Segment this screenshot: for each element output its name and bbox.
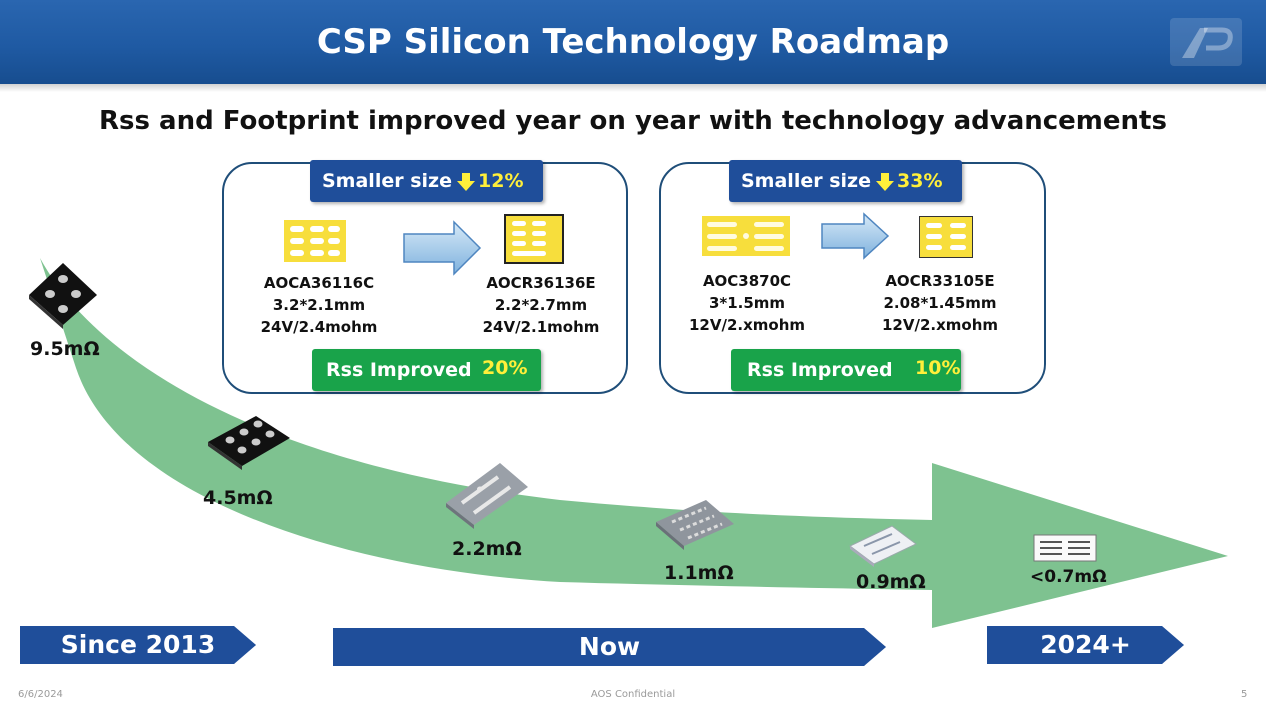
- rss-value: 0.9mΩ: [856, 571, 926, 593]
- smaller-size-badge: Smaller size 12%: [310, 160, 543, 202]
- part-from: AOC3870C 3*1.5mm 12V/2.xmohm: [668, 270, 826, 336]
- package-image-aoc3870c: [702, 216, 790, 256]
- rss-improvement-value: 20%: [482, 357, 528, 379]
- smaller-size-label: Smaller size: [322, 170, 452, 192]
- header-shadow: [0, 84, 1266, 92]
- rss-improved-label: Rss Improved: [747, 359, 893, 381]
- part-name: AOCR36136E: [486, 274, 596, 292]
- down-arrow-icon: [456, 160, 476, 217]
- part-dims: 2.2*2.7mm: [494, 296, 588, 314]
- rss-improved-label: Rss Improved: [326, 359, 472, 381]
- size-reduction-value: 33%: [897, 170, 943, 192]
- footer-confidential: AOS Confidential: [590, 689, 676, 700]
- package-image-aoca36116c: [284, 220, 346, 262]
- package-image-aocr36136e: [504, 214, 564, 264]
- rss-value: <0.7mΩ: [1030, 567, 1107, 587]
- part-dims: 2.08*1.45mm: [883, 294, 997, 312]
- aos-logo: [1170, 18, 1242, 66]
- rss-value: 2.2mΩ: [452, 538, 522, 560]
- rss-improved-badge: Rss Improved 20%: [312, 349, 541, 391]
- rss-improved-badge: Rss Improved 10%: [731, 349, 961, 391]
- rss-value: 4.5mΩ: [203, 487, 273, 509]
- chip-icon: [849, 525, 917, 567]
- chip-icon: [29, 263, 97, 329]
- part-name: AOC3870C: [702, 272, 792, 290]
- right-arrow-icon: [820, 212, 890, 264]
- part-name: AOCA36116C: [263, 274, 375, 292]
- rss-value: 1.1mΩ: [664, 562, 734, 584]
- package-image-aocr33105e: [919, 216, 973, 258]
- footer-date: 6/6/2024: [18, 689, 63, 700]
- timeline-since-2013: Since 2013: [20, 626, 256, 664]
- rss-improvement-value: 10%: [915, 357, 961, 379]
- chip-icon: [208, 416, 290, 470]
- slide-subtitle: Rss and Footprint improved year on year …: [99, 106, 1167, 136]
- part-spec: 12V/2.xmohm: [881, 316, 998, 334]
- part-spec: 24V/2.1mohm: [482, 318, 600, 336]
- size-reduction-value: 12%: [478, 170, 524, 192]
- chip-icon: [1033, 534, 1097, 562]
- part-name: AOCR33105E: [885, 272, 995, 290]
- header-bar: [0, 0, 1266, 84]
- slide-title: CSP Silicon Technology Roadmap: [316, 22, 950, 62]
- part-to: AOCR33105E 2.08*1.45mm 12V/2.xmohm: [861, 270, 1019, 336]
- chip-icon: [446, 463, 528, 529]
- part-dims: 3.2*2.1mm: [272, 296, 366, 314]
- part-to: AOCR36136E 2.2*2.7mm 24V/2.1mohm: [462, 272, 620, 338]
- timeline-now: Now: [333, 628, 886, 666]
- part-spec: 12V/2.xmohm: [688, 316, 805, 334]
- smaller-size-badge: Smaller size 33%: [729, 160, 962, 202]
- part-from: AOCA36116C 3.2*2.1mm 24V/2.4mohm: [240, 272, 398, 338]
- part-dims: 3*1.5mm: [708, 294, 786, 312]
- rss-value: 9.5mΩ: [30, 338, 100, 360]
- down-arrow-icon: [875, 160, 895, 217]
- smaller-size-label: Smaller size: [741, 170, 871, 192]
- part-spec: 24V/2.4mohm: [260, 318, 378, 336]
- footer-page-number: 5: [1241, 689, 1248, 700]
- timeline-2024-plus: 2024+: [987, 626, 1184, 664]
- right-arrow-icon: [402, 220, 482, 280]
- chip-icon: [656, 500, 734, 550]
